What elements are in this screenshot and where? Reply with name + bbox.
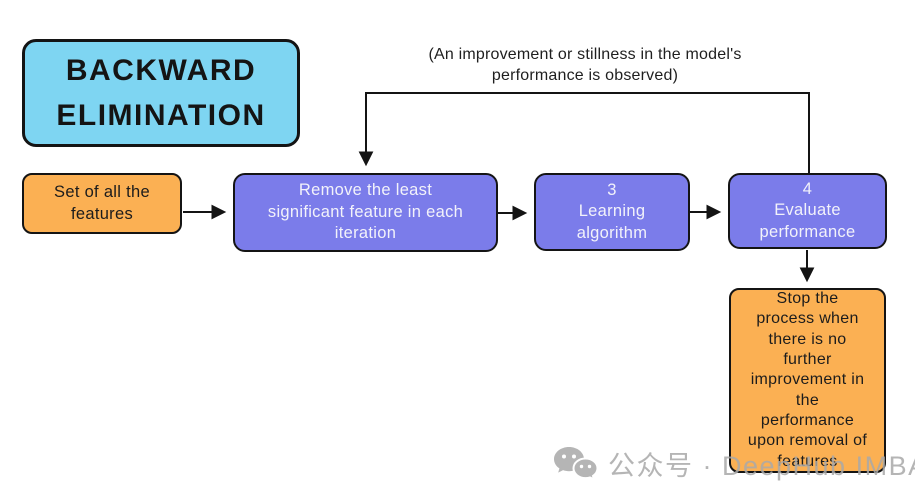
node-label: Evaluate performance	[759, 201, 856, 241]
wechat-icon	[554, 446, 598, 481]
node-label: Learning algorithm	[576, 202, 648, 242]
watermark-text: 公众号 · DeepHub IMBA	[608, 451, 915, 481]
node-number: 4	[802, 179, 813, 198]
diagram-title: BACKWARD ELIMINATION	[56, 54, 266, 132]
node-set-of-all-features: Set of all the features	[22, 173, 182, 234]
node-learning-algorithm: 3 Learning algorithm	[534, 173, 690, 251]
title-box: BACKWARD ELIMINATION	[22, 39, 300, 147]
node-number: 3	[607, 180, 617, 199]
feedback-loop-arrow	[358, 92, 810, 173]
node-remove-least-significant: Remove the least significant feature in …	[233, 173, 498, 252]
node-label: Stop the process when there is no furthe…	[747, 290, 868, 470]
watermark: 公众号 · DeepHub IMBA	[552, 444, 915, 483]
node-label: Remove the least significant feature in …	[267, 180, 464, 243]
feedback-annotation: (An improvement or stillness in the mode…	[428, 46, 742, 85]
node-stop-process: Stop the process when there is no furthe…	[729, 288, 886, 473]
node-evaluate-performance: 4 Evaluate performance	[728, 173, 887, 249]
node-label: Set of all the features	[54, 183, 150, 223]
